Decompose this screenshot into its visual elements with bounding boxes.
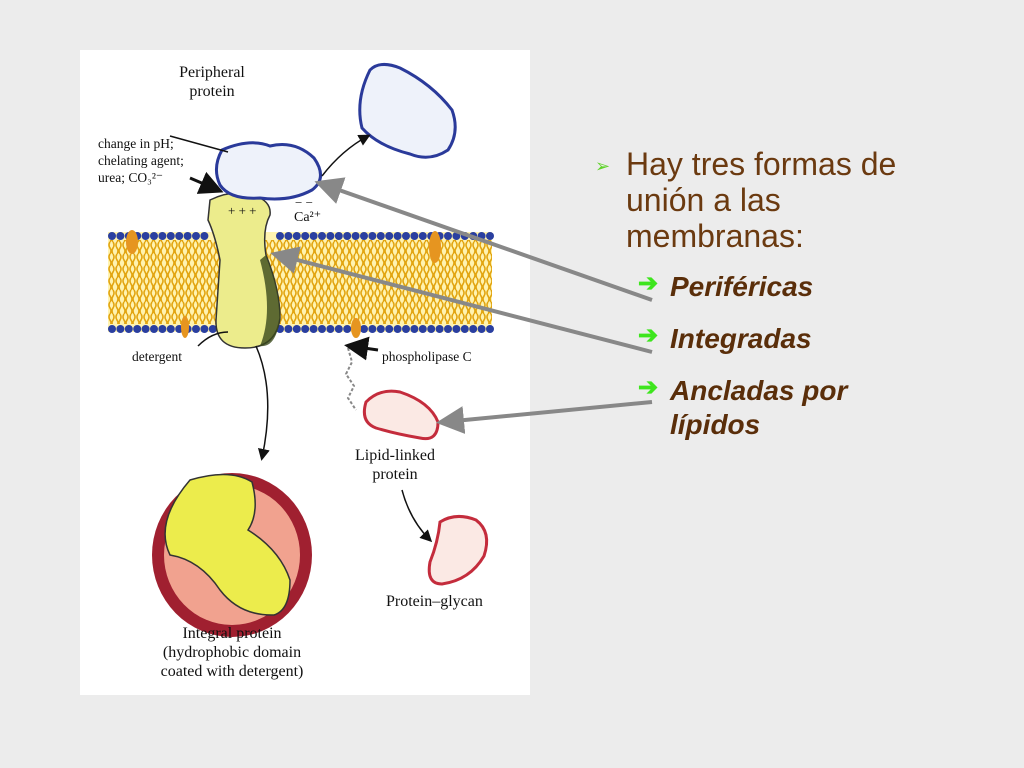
phospholipid-head (427, 325, 436, 333)
phospholipid-head (360, 232, 368, 240)
phospholipid-head (368, 325, 377, 333)
arrow-to-lipid-linked (436, 400, 653, 435)
phospholipid-head (301, 325, 310, 333)
integral-protein-label: Integral protein (hydrophobic domain coa… (160, 625, 304, 680)
lipid-linked-protein (362, 389, 440, 441)
phospholipid-head (150, 232, 158, 240)
phospholipid-head (158, 325, 167, 333)
protein-glycan-label: Protein–glycan (386, 593, 483, 610)
release-conditions-label: change in pH; chelating agent; urea; CO₃… (98, 136, 184, 185)
phospholipid-head (351, 232, 360, 240)
phospholipid-head (175, 232, 184, 240)
phospholipid-head (452, 325, 461, 333)
detergent-label: detergent (132, 349, 182, 364)
phospholipid-head (108, 232, 116, 240)
phospholipid-head (343, 232, 352, 240)
phospholipid-head (292, 232, 301, 240)
phospholipid-head (460, 325, 469, 333)
phospholipid-head (402, 325, 410, 333)
phospholipid-head (284, 325, 293, 333)
bullet-list: ➢ Hay tres formas de unión a las membran… (595, 146, 1015, 442)
phospholipid-head (133, 325, 142, 333)
phospholipid-head (477, 325, 486, 333)
membrane-diagram-figure: Peripheral protein change in pH; chelati… (80, 50, 530, 695)
phospholipid-head (309, 325, 318, 333)
phospholipid-head (368, 232, 377, 240)
process-arrows (169, 134, 433, 543)
phospholipid-head (393, 325, 402, 333)
phospholipid-head (410, 325, 419, 333)
phospholipid-head (301, 232, 310, 240)
negative-charges: − − (295, 195, 313, 210)
phospholipid-head (318, 325, 326, 333)
phospholipid-head (326, 232, 335, 240)
phospholipid-head (410, 232, 419, 240)
detergent-micelle (152, 473, 312, 637)
phospholipid-head (486, 325, 494, 333)
released-peripheral-protein (358, 63, 457, 159)
green-arrow-icon: ➔ (638, 270, 659, 297)
calcium-label: Ca²⁺ (294, 210, 322, 225)
phospholipid-head (183, 232, 192, 240)
green-arrow-icon: ➔ (638, 322, 659, 349)
phospholipid-head (435, 325, 444, 333)
phospholipid-head (444, 232, 452, 240)
phospholipid-head (158, 232, 167, 240)
phospholipid-head (334, 232, 343, 240)
phospholipid-head (284, 232, 293, 240)
phospholipid-head (276, 232, 284, 240)
phospholipid-head (376, 325, 385, 333)
sub-bullet-integradas: ➔ Integradas (638, 322, 1015, 356)
phospholipid-head (192, 325, 200, 333)
phospholipid-head (334, 325, 343, 333)
phospholipid-head (141, 232, 150, 240)
phospholipid-head (150, 325, 158, 333)
phospholipid-head (166, 325, 175, 333)
phospholipid-head (376, 232, 385, 240)
lipid-linked-protein-label: Lipid-linked protein (355, 447, 435, 483)
phospholipid-head (192, 232, 200, 240)
arrow-to-integral (270, 246, 653, 354)
phospholipid-head (108, 325, 116, 333)
phospholipase-label: phospholipase C (382, 349, 472, 364)
phospholipid-head (208, 325, 217, 333)
phospholipid-head (385, 232, 394, 240)
phospholipid-head (318, 232, 326, 240)
phospholipid-head (444, 325, 452, 333)
phospholipid-head (418, 325, 427, 333)
phospholipid-head (200, 232, 209, 240)
phospholipid-head (309, 232, 318, 240)
phospholipid-head (200, 325, 209, 333)
arrow-to-peripheral (314, 177, 653, 302)
phospholipid-head (393, 232, 402, 240)
phospholipid-head (418, 232, 427, 240)
peripheral-protein-label: Peripheral protein (179, 64, 245, 100)
sub-bullet-perifericas: ➔ Periféricas (638, 270, 1015, 304)
phospholipid-head (486, 232, 494, 240)
sub-bullet-ancladas: ➔ Ancladas por lípidos (638, 374, 1015, 442)
green-arrow-icon: ➔ (638, 374, 659, 401)
phospholipid-head (360, 325, 368, 333)
phospholipid-heads-bottom (108, 325, 494, 333)
protein-glycan-shape (427, 515, 489, 586)
phospholipid-head (116, 232, 125, 240)
membrane-illustration (108, 63, 494, 637)
phospholipid-head (402, 232, 410, 240)
chevron-arrow-icon: ➢ (595, 156, 611, 176)
main-bullet: ➢ Hay tres formas de unión a las membran… (595, 146, 897, 254)
phospholipid-head (343, 325, 352, 333)
phospholipid-head (141, 325, 150, 333)
phospholipid-head (469, 325, 478, 333)
phospholipid-head (116, 325, 125, 333)
positive-charges: + + + (228, 203, 257, 218)
membrane-lipids (126, 230, 441, 338)
phospholipid-head (326, 325, 335, 333)
phospholipid-head (292, 325, 301, 333)
phospholipid-head (124, 325, 133, 333)
phospholipid-head (385, 325, 394, 333)
phospholipid-head (166, 232, 175, 240)
